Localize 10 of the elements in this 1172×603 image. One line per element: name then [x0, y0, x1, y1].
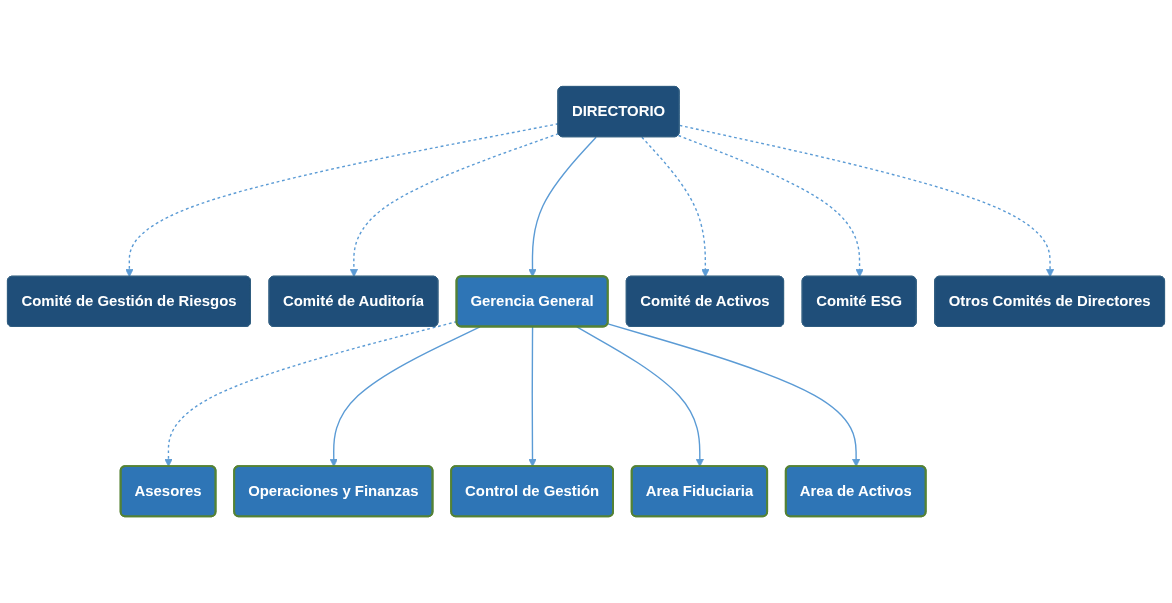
arrow	[528, 326, 537, 468]
arrow	[576, 326, 704, 468]
arrow	[677, 134, 864, 278]
arrow	[125, 123, 560, 278]
arrow	[528, 136, 597, 278]
arrow	[607, 323, 861, 468]
arrow	[329, 326, 481, 468]
arrow	[678, 124, 1055, 278]
arrow	[349, 133, 560, 278]
arrow	[641, 136, 710, 278]
